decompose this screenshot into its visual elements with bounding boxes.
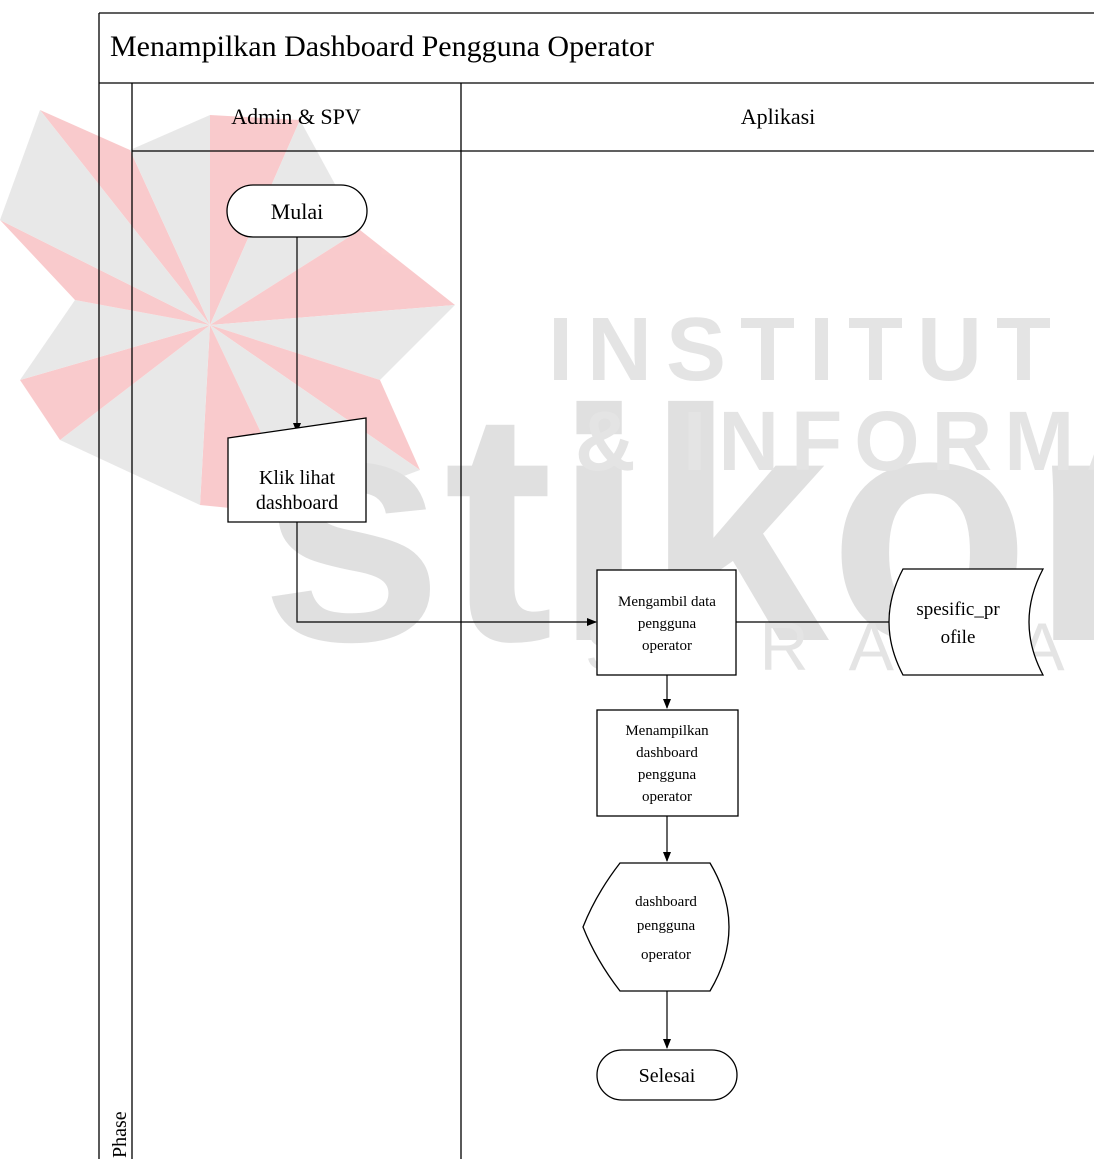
- datastore-line-2: ofile: [941, 627, 976, 648]
- process-fetch-line-3: operator: [642, 638, 692, 654]
- swimlane-frame: [98, 12, 1094, 1159]
- start-terminator: Mulai: [226, 184, 368, 238]
- process-show-node: Menampilkan dashboard pengguna operator: [596, 709, 739, 817]
- lane-header-aplikasi: Aplikasi: [741, 104, 816, 129]
- display-line-2: pengguna: [637, 918, 696, 934]
- manual-input-line-1: Klik lihat: [259, 467, 336, 489]
- datastore-line-1: spesific_pr: [916, 599, 1000, 620]
- process-show-line-4: operator: [642, 789, 692, 805]
- watermark-line-1: INSTITUT BISNIS: [548, 300, 1094, 400]
- lane-header-admin-spv: Admin & SPV: [231, 104, 361, 129]
- manual-input-line-2: dashboard: [256, 492, 338, 514]
- display-line-1: dashboard: [635, 894, 697, 910]
- process-show-line-1: Menampilkan: [625, 723, 709, 739]
- watermark-line-2: & INFORMATIKA: [575, 394, 1094, 488]
- process-show-line-3: pengguna: [638, 767, 697, 783]
- display-node: dashboard pengguna operator: [582, 862, 730, 992]
- process-show-line-2: dashboard: [636, 745, 698, 761]
- process-fetch-node: Mengambil data pengguna operator: [596, 569, 737, 676]
- end-terminator: Selesai: [596, 1049, 738, 1101]
- arrow-input-to-fetch: [296, 522, 597, 626]
- process-fetch-line-2: pengguna: [638, 616, 697, 632]
- end-label: Selesai: [639, 1065, 696, 1087]
- process-fetch-line-1: Mengambil data: [618, 594, 716, 610]
- phase-label: Phase: [109, 1111, 131, 1158]
- connectors: [293, 237, 903, 1049]
- datastore-node: spesific_pr ofile: [888, 568, 1045, 676]
- diagram-title: Menampilkan Dashboard Pengguna Operator: [110, 30, 654, 63]
- start-label: Mulai: [271, 199, 324, 224]
- manual-input-node: Klik lihat dashboard: [227, 417, 367, 523]
- display-line-3: operator: [641, 947, 691, 963]
